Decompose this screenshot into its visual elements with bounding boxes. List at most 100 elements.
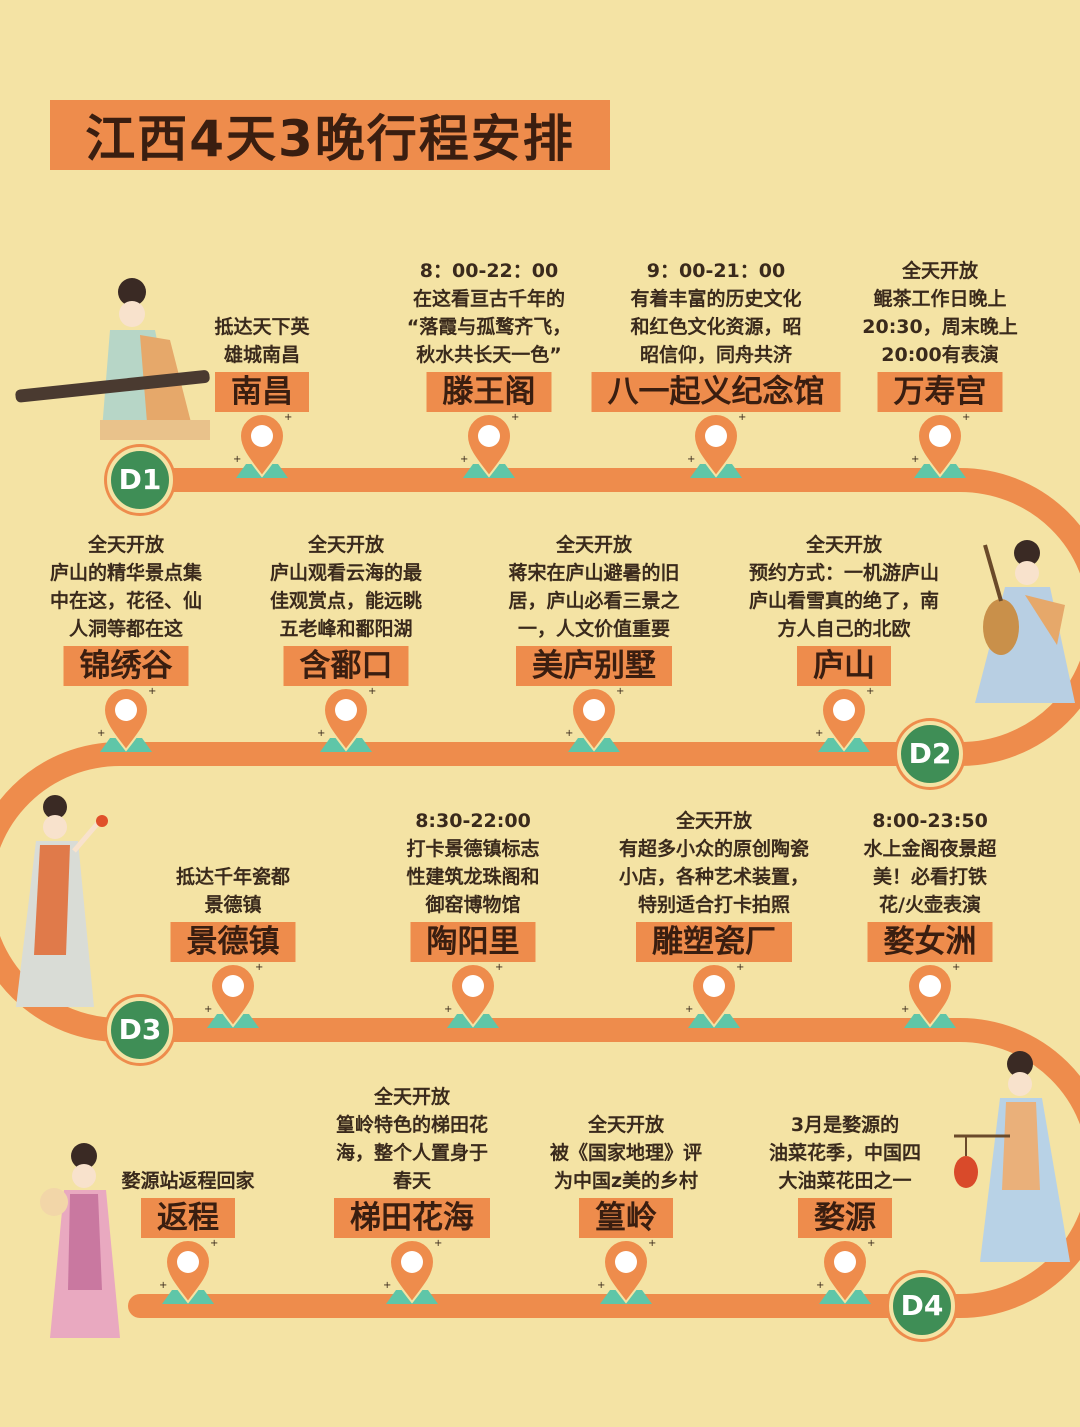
description-line: 大油菜花田之一 [778,1170,912,1192]
stop-南昌: 抵达天下英雄城南昌南昌++ [142,242,382,482]
description-line: 全天开放 [805,534,882,556]
svg-text:+: + [962,412,970,423]
svg-text:+: + [434,1238,442,1249]
description-line: 8:00-23:50 [872,810,988,832]
description-line: 雄城南昌 [223,344,300,366]
description-line: 篁岭特色的梯田花 [335,1114,488,1136]
stop-description: 抵达天下英雄城南昌 [142,313,382,369]
description-line: 全天开放 [675,810,752,832]
stop-name-label: 含鄱口 [283,646,409,686]
map-pin-icon: ++ [201,962,265,1032]
stop-美庐别墅: 全天开放蒋宋在庐山避暑的旧居，庐山必看三景之一，人文价值重要美庐别墅++ [474,516,714,756]
description-line: 昭信仰，同舟共济 [639,344,792,366]
day-badge-d3: D3 [107,997,173,1063]
svg-text:+: + [495,962,503,973]
map-pin-icon: ++ [380,1238,444,1308]
description-line: 人洞等都在这 [68,618,183,640]
description-line: 小店，各种艺术装置， [618,866,809,888]
svg-text:+: + [738,412,746,423]
description-line: 9：00-21：00 [646,260,786,282]
stop-name-label: 南昌 [215,372,309,412]
stop-description: 全天开放有超多小众的原创陶瓷小店，各种艺术装置， 特别适合打卡拍照 [594,807,834,919]
map-pin-icon: ++ [813,1238,877,1308]
stop-description: 全天开放篁岭特色的梯田花海，整个人置身于春天 [292,1083,532,1195]
svg-text:+: + [233,454,241,465]
description-line: 8：00-22：00 [419,260,559,282]
map-pin-icon: ++ [94,686,158,756]
description-line: 中在这，花径、仙 [49,590,202,612]
description-line: 为中国z美的乡村 [553,1170,699,1192]
lantern-lady-illustration [954,1051,1070,1262]
pipa-lady-illustration [975,540,1075,703]
description-line: 特别适合打卡拍照 [637,894,790,916]
description-line: 庐山观看云海的最 [269,562,422,584]
description-line: 一，人文价值重要 [517,618,670,640]
map-pin-icon: ++ [156,1238,220,1308]
description-line: 3月是婺源的 [790,1114,900,1136]
zither-lady-illustration [15,278,210,440]
svg-text:+: + [148,686,156,697]
stop-name-label: 篁岭 [579,1198,673,1238]
stop-name-label: 婺女洲 [867,922,993,962]
map-pin-icon: ++ [684,412,748,482]
stop-description: 婺源站返程回家 [68,1167,308,1195]
stop-name-label: 景德镇 [170,922,296,962]
day-badge-d4: D4 [889,1273,955,1339]
description-line: 全天开放 [87,534,164,556]
svg-text:+: + [210,1238,218,1249]
description-line: 有超多小众的原创陶瓷 [618,838,809,860]
description-line: “落霞与孤鹜齐飞， [406,316,572,338]
day-badge-d1: D1 [107,447,173,513]
svg-text:+: + [383,1280,391,1291]
stop-name-label: 万寿宫 [877,372,1003,412]
description-line: 全天开放 [373,1086,450,1108]
stop-梯田花海: 全天开放篁岭特色的梯田花海，整个人置身于春天梯田花海++ [292,1068,532,1308]
description-line: 婺源站返程回家 [121,1170,255,1192]
description-line: 全天开放 [555,534,632,556]
description-line: 抵达天下英 [214,316,310,338]
stop-返程: 婺源站返程回家返程++ [68,1068,308,1308]
stop-name-label: 滕王阁 [426,372,552,412]
stop-description: 全天开放蒋宋在庐山避暑的旧居，庐山必看三景之一，人文价值重要 [474,531,714,643]
map-pin-icon: ++ [812,686,876,756]
dancing-lady-illustration [16,795,108,1007]
stop-name-label: 庐山 [797,646,891,686]
svg-text:+: + [866,686,874,697]
map-pin-icon: ++ [230,412,294,482]
description-line: 海，整个人置身于 [335,1142,488,1164]
svg-text:+: + [736,962,744,973]
svg-text:+: + [460,454,468,465]
svg-text:+: + [444,1004,452,1015]
description-line: 佳观赏点，能远眺 [269,590,422,612]
description-line: 20:30，周末晚上 [862,316,1018,338]
svg-text:+: + [597,1280,605,1291]
map-pin-icon: ++ [898,962,962,1032]
description-line: 庐山看雪真的绝了，南 [748,590,939,612]
description-line: 景德镇 [204,894,262,916]
svg-text:+: + [867,1238,875,1249]
svg-text:+: + [565,728,573,739]
description-line: 春天 [392,1170,431,1192]
svg-text:+: + [685,1004,693,1015]
svg-text:+: + [159,1280,167,1291]
stop-雕塑瓷厂: 全天开放有超多小众的原创陶瓷小店，各种艺术装置，特别适合打卡拍照雕塑瓷厂++ [594,792,834,1032]
svg-text:+: + [284,412,292,423]
stop-description: 全天开放预约方式：一机游庐山庐山看雪真的绝了，南方人自己的北欧 [724,531,964,643]
description-line: 打卡景德镇标志 [406,838,540,860]
map-pin-icon: ++ [908,412,972,482]
description-line: 被《国家地理》评 [549,1142,702,1164]
svg-text:+: + [511,412,519,423]
description-line: 花/火壶表演 [879,894,981,916]
page-title: 江西4天3晚行程安排 [85,110,575,168]
stop-description: 3月是婺源的油菜花季，中国四大油菜花田之一 [725,1111,965,1195]
stop-name-label: 返程 [141,1198,235,1238]
stop-description: 全天开放被《国家地理》评为中国z美的乡村 [506,1111,746,1195]
stop-name-label: 锦绣谷 [63,646,189,686]
map-pin-icon: ++ [314,686,378,756]
